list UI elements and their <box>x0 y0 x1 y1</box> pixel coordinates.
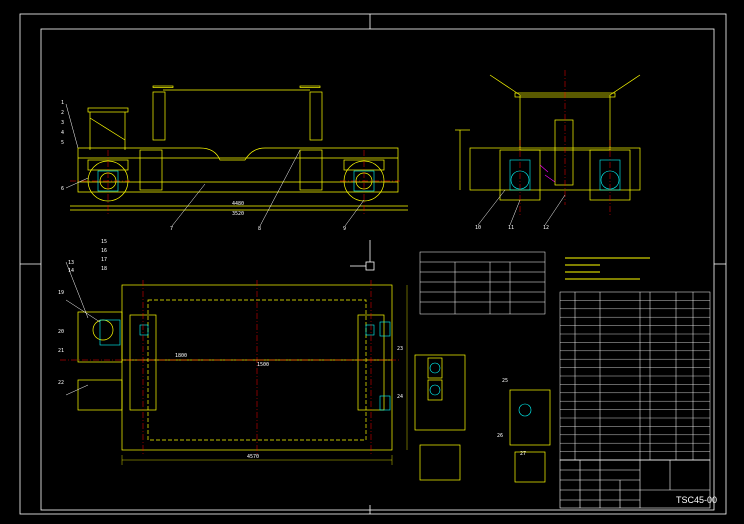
front-callout-9: 9 <box>343 226 346 232</box>
detail-callout-25: 25 <box>502 378 508 384</box>
plan-view-centerlines <box>60 280 400 455</box>
plan-view-dimlines <box>121 285 408 465</box>
plan-dimension-1500: 1500 <box>257 362 269 368</box>
front-callout-8: 8 <box>258 226 261 232</box>
detail-view-a <box>414 354 466 481</box>
front-view-leaders <box>65 103 365 227</box>
plan-dimension-1800: 1800 <box>175 353 187 359</box>
front-view-accents <box>97 170 375 192</box>
plan-callout-18: 18 <box>101 266 107 272</box>
side-callout-10: 10 <box>475 225 481 231</box>
sheet-border <box>19 13 727 515</box>
side-callout-12: 12 <box>543 225 549 231</box>
drawing-number: TSC45-00 <box>676 495 717 505</box>
front-callout-4: 4 <box>61 130 64 136</box>
plan-callout-15: 15 <box>101 239 107 245</box>
front-callout-1: 1 <box>61 100 64 106</box>
title-block <box>559 459 711 509</box>
side-elevation-view <box>455 74 641 201</box>
front-elevation-view <box>70 85 408 211</box>
plan-callout-16: 16 <box>101 248 107 254</box>
plan-view <box>77 284 393 451</box>
front-dimension-3520: 3520 <box>232 211 244 217</box>
side-view-hatch <box>539 164 556 183</box>
plan-callout-20: 20 <box>58 329 64 335</box>
detail-callout-23: 23 <box>397 346 403 352</box>
parts-list-rows <box>560 300 710 461</box>
detail-view-b <box>509 389 551 483</box>
front-view-centerlines <box>70 150 400 214</box>
side-view-leaders <box>477 189 566 226</box>
detail-callout-26: 26 <box>497 433 503 439</box>
spec-table <box>419 251 546 315</box>
detail-accents <box>429 362 532 417</box>
plan-callout-21: 21 <box>58 348 64 354</box>
front-dimension-4480: 4480 <box>232 201 244 207</box>
plan-callout-14: 14 <box>68 268 74 274</box>
tech-notes-block <box>565 257 650 280</box>
detail-callout-27: 27 <box>520 451 526 457</box>
side-callout-11: 11 <box>508 225 514 231</box>
front-callout-3: 3 <box>61 120 64 126</box>
plan-view-leaders <box>65 261 101 396</box>
front-callout-2: 2 <box>61 110 64 116</box>
plan-callout-17: 17 <box>101 257 107 263</box>
plan-callout-22: 22 <box>58 380 64 386</box>
front-callout-6: 6 <box>61 186 64 192</box>
side-view-centerlines <box>519 70 611 215</box>
front-callout-7: 7 <box>170 226 173 232</box>
plan-callout-19: 19 <box>58 290 64 296</box>
plan-callout-13: 13 <box>68 260 74 266</box>
plan-dimension-4570: 4570 <box>247 454 259 460</box>
plan-view-details <box>99 319 391 411</box>
front-callout-5: 5 <box>61 140 64 146</box>
detail-callout-24: 24 <box>397 394 403 400</box>
